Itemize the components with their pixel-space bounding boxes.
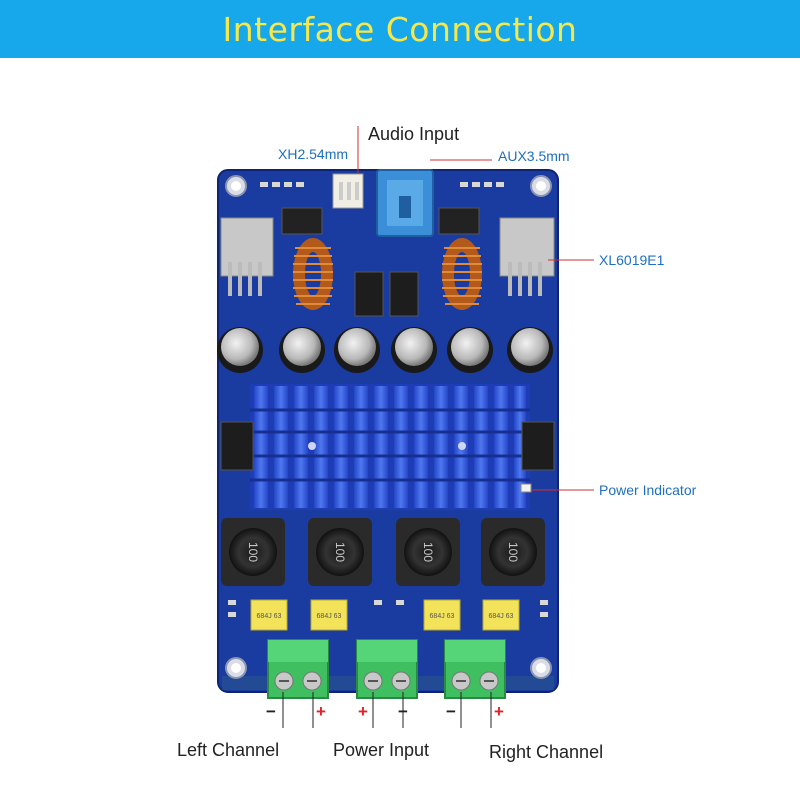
- polarity-plus: +: [494, 702, 504, 721]
- electrolytic-capacitors: [217, 327, 553, 373]
- polarity-plus: +: [358, 702, 368, 721]
- xh254-header-connector: [332, 173, 364, 209]
- cap-marking: 684J 63: [430, 613, 455, 620]
- inductor-marking: 100: [246, 542, 260, 562]
- polarity-minus: −: [398, 702, 408, 721]
- page-title: Interface Connection: [222, 9, 578, 49]
- xl6019-regulator-left: [220, 217, 274, 296]
- heatsink: [250, 384, 530, 510]
- polarity-minus: −: [446, 702, 456, 721]
- xl6019-regulator-right: [499, 217, 555, 296]
- label-xh254: XH2.54mm: [278, 146, 349, 162]
- title-banner: Interface Connection: [0, 0, 800, 58]
- polarity-plus: +: [316, 702, 326, 721]
- label-power-input: Power Input: [333, 740, 430, 760]
- label-xl6019: XL6019E1: [599, 252, 665, 268]
- inductor-marking: 100: [506, 542, 520, 562]
- mounting-holes: [225, 175, 552, 679]
- label-aux35: AUX3.5mm: [498, 148, 570, 164]
- cap-marking: 684J 63: [317, 613, 342, 620]
- label-audio-input: Audio Input: [368, 124, 460, 144]
- aux-jack: [376, 169, 434, 237]
- inductor-marking: 100: [333, 542, 347, 562]
- film-capacitors: [250, 599, 520, 631]
- cap-marking: 684J 63: [489, 613, 514, 620]
- terminal-leader-lines: [282, 692, 492, 728]
- terminal-right: [444, 639, 506, 699]
- inductor-marking: 100: [421, 542, 435, 562]
- toroid-inductor-right: [442, 238, 482, 310]
- terminal-left: [267, 639, 329, 699]
- terminal-power: [356, 639, 418, 699]
- label-left-channel: Left Channel: [177, 740, 280, 760]
- power-indicator-led: [520, 483, 532, 493]
- cap-marking: 684J 63: [257, 613, 282, 620]
- output-inductors: [221, 518, 545, 586]
- leader-lines: [357, 126, 594, 491]
- polarity-minus: −: [266, 702, 276, 721]
- label-power-indicator: Power Indicator: [599, 482, 697, 498]
- label-right-channel: Right Channel: [489, 742, 604, 762]
- toroid-inductor-left: [293, 238, 333, 310]
